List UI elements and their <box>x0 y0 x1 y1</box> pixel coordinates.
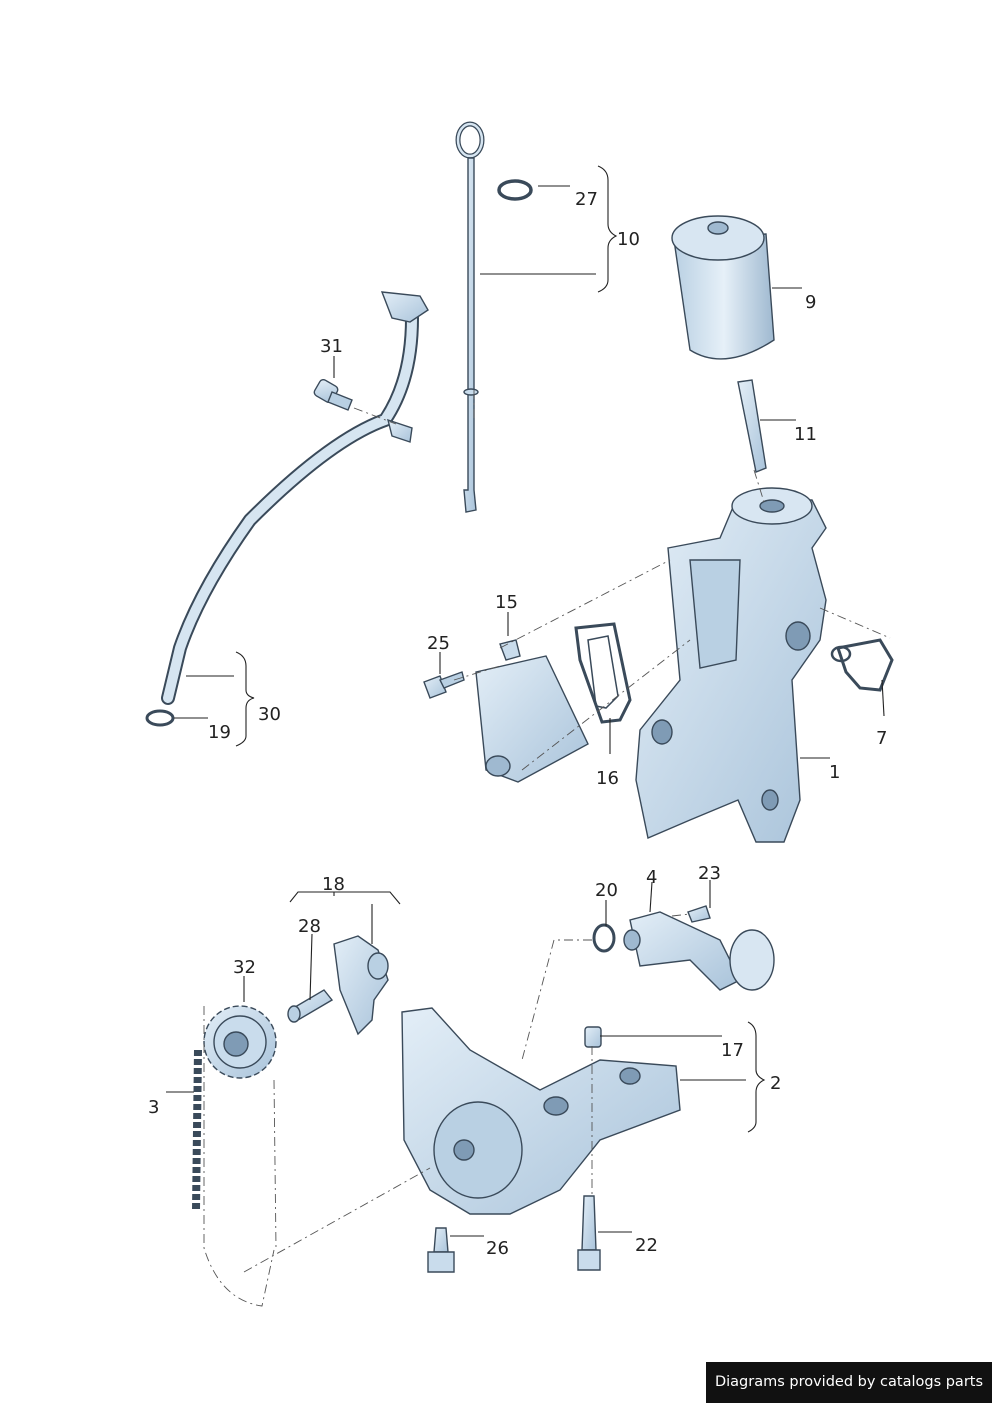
callout-27: 27 <box>575 189 598 210</box>
oil-pump <box>401 1007 681 1215</box>
callout-15: 15 <box>495 592 518 613</box>
callout-labels: 27 10 9 11 31 30 19 15 25 16 7 1 18 28 3… <box>148 189 887 1259</box>
callout-9: 9 <box>805 292 816 313</box>
callout-23: 23 <box>698 863 721 884</box>
leader-lines <box>166 165 885 1237</box>
filter-stud-11 <box>737 379 767 473</box>
callout-10: 10 <box>617 229 640 250</box>
chain-tensioner-18 <box>333 935 389 1036</box>
oil-filter <box>671 215 775 360</box>
callout-4: 4 <box>646 867 657 888</box>
bolt-25 <box>423 671 465 699</box>
callout-25: 25 <box>427 633 450 654</box>
callout-20: 20 <box>595 880 618 901</box>
dipstick-guide-tube <box>161 291 429 705</box>
callout-32: 32 <box>233 957 256 978</box>
sleeve-17 <box>584 1026 602 1048</box>
callout-11: 11 <box>794 424 817 445</box>
assembly-lines <box>203 390 891 1307</box>
bolt-26 <box>427 1227 455 1273</box>
oil-filter-housing <box>635 487 827 843</box>
bolt-23 <box>687 905 711 923</box>
callout-28: 28 <box>298 916 321 937</box>
callout-16: 16 <box>596 768 619 789</box>
o-ring-20 <box>592 923 616 953</box>
callout-19: 19 <box>208 722 231 743</box>
callout-22: 22 <box>635 1235 658 1256</box>
gasket-7 <box>830 638 894 692</box>
bolt-31 <box>313 378 353 411</box>
sealing-ring-27 <box>497 179 533 201</box>
credit-banner: Diagrams provided by catalogs parts <box>706 1362 992 1403</box>
callout-17: 17 <box>721 1040 744 1061</box>
drive-chain-3 <box>192 1049 202 1211</box>
bolt-22 <box>577 1195 601 1271</box>
callout-2: 2 <box>770 1073 781 1094</box>
callout-30: 30 <box>258 704 281 725</box>
oil-cooler <box>475 639 589 783</box>
callout-31: 31 <box>320 336 343 357</box>
sealing-ring-19 <box>145 709 175 727</box>
callout-3: 3 <box>148 1097 159 1118</box>
gasket-16 <box>574 622 632 724</box>
oil-dipstick <box>455 121 485 513</box>
callout-18: 18 <box>322 874 345 895</box>
callout-7: 7 <box>876 728 887 749</box>
bolt-28 <box>287 989 334 1023</box>
chain-sprocket-32 <box>203 1005 277 1079</box>
callout-1: 1 <box>829 762 840 783</box>
oil-intake-pipe-4 <box>623 911 775 991</box>
callout-26: 26 <box>486 1238 509 1259</box>
